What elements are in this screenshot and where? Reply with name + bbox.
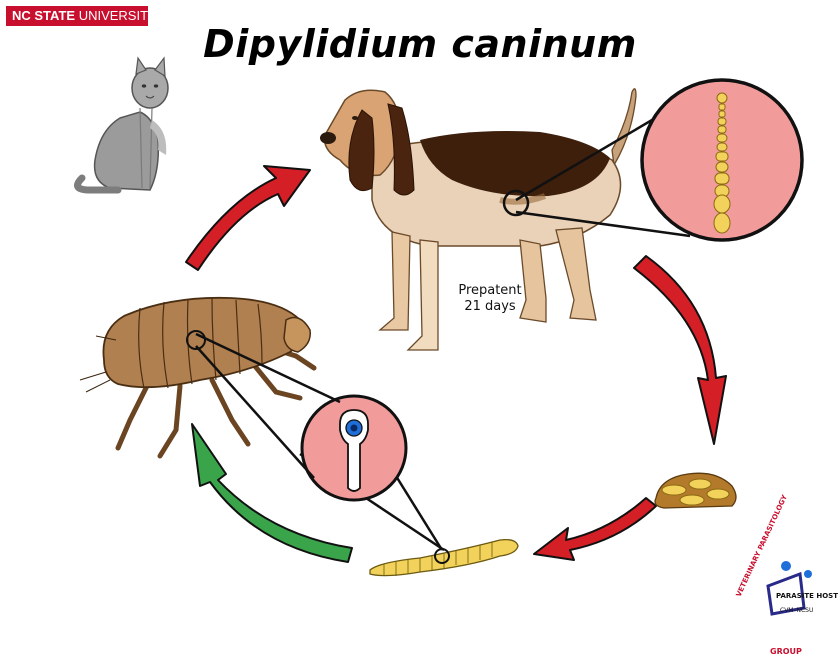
brand-rest: UNIVERSITY: [75, 8, 157, 23]
prepatent-annotation: Prepatent 21 days: [440, 283, 540, 315]
logo-center-text: PARASITE HOST: [776, 592, 838, 600]
tapeworm-segments: [713, 92, 731, 234]
flea-inset-line-top: [195, 332, 341, 404]
brand-bold: NC STATE: [12, 8, 76, 23]
flea-icon: [79, 296, 317, 459]
prepatent-days: 21 days: [464, 299, 516, 314]
arrow-dog-to-feces: [633, 255, 727, 445]
adult-worm-inset: [502, 78, 804, 242]
feces-proglottids-icon: [654, 472, 737, 509]
page-title: Dipylidium caninum: [203, 22, 637, 66]
arrow-larva-to-flea: [191, 423, 353, 563]
flea-larva-icon: [369, 538, 519, 577]
cysticercoid-inset: [299, 394, 445, 552]
logo-sub-text: CVM–NCSU: [780, 607, 813, 614]
vet-parasitology-logo: CVM–NCSU PARASITE HOST VETERINARY PARASI…: [735, 493, 839, 656]
arrow-feces-to-larva: [533, 497, 657, 561]
logo-bottom-text: GROUP: [770, 647, 802, 656]
cat-icon: [74, 56, 169, 194]
arrow-flea-to-cat: [185, 165, 311, 271]
prepatent-label: Prepatent: [458, 283, 522, 298]
nc-state-brand: NC STATE UNIVERSITY: [6, 6, 157, 26]
flea-inset-line-bottom: [195, 345, 315, 479]
